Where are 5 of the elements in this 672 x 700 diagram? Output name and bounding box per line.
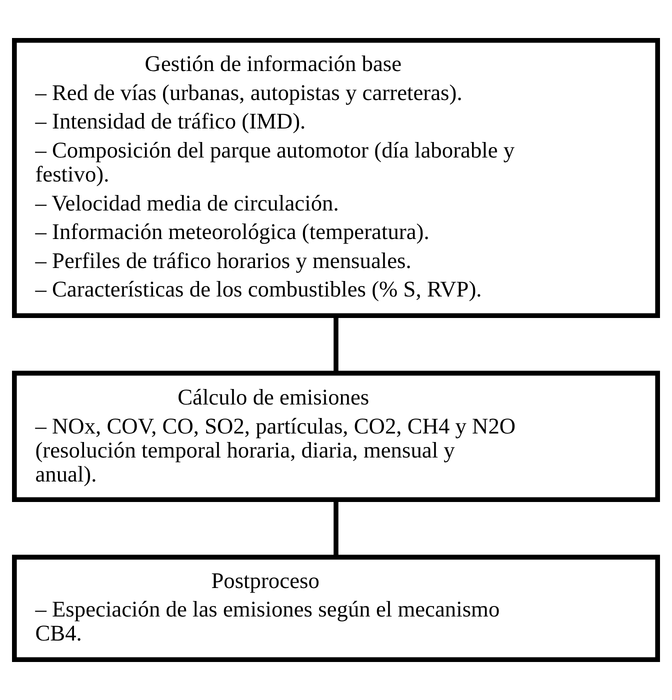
connector — [334, 316, 338, 374]
node-box: Postproceso – Especiación de las emisiones según el mecanismo CB4. — [12, 554, 660, 662]
connector — [334, 500, 338, 558]
node-box: Cálculo de emisiones – NOx, COV, CO, SO2, partículas, CO2, CH4 y N2O (resolución temporal horaria, diaria, mensual y anual). — [12, 370, 660, 502]
node-box: Gestión de información base – Red de vías (urbanas, autopistas y carreteras). – Intensidad de tráfico (IMD). – Composición del parque automotor (día laborable y festivo). – Velocidad media de circulación. – Información meteorológica (temperatura). – Perfiles de tráfico horarios y mensuales. – Características de los combustibles (% S, RVP). — [12, 38, 660, 318]
